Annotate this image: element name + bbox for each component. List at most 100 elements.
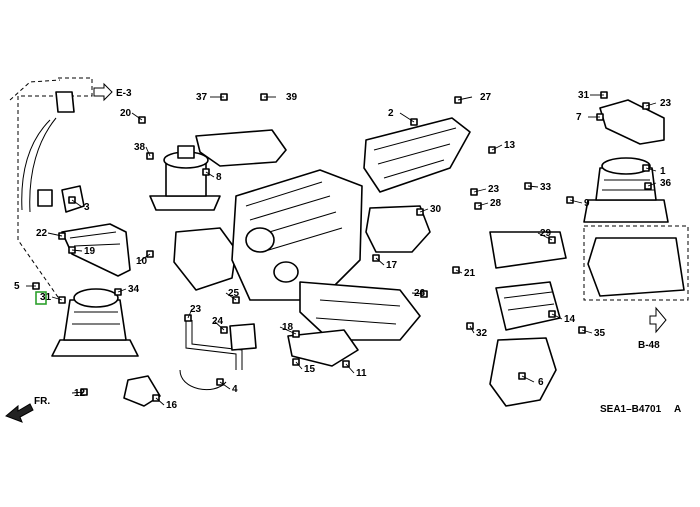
front-arrow: FR. bbox=[5, 396, 50, 423]
callout-label: 12 bbox=[74, 388, 86, 399]
callout-leader bbox=[375, 257, 385, 266]
callout-label: 14 bbox=[564, 314, 576, 325]
callout-leader bbox=[71, 199, 83, 208]
part-7-stay bbox=[599, 99, 665, 145]
callout-label: 10 bbox=[136, 256, 148, 267]
left-dashed-boundary bbox=[17, 77, 93, 301]
callout-label: 23 bbox=[190, 304, 202, 315]
callout-label: 27 bbox=[480, 92, 492, 103]
callout-leader bbox=[51, 296, 63, 301]
callout-label: 35 bbox=[594, 328, 606, 339]
callout-leader bbox=[551, 313, 563, 320]
callout-label: 20 bbox=[120, 108, 132, 119]
callout-leader bbox=[521, 375, 535, 383]
callout-leader bbox=[645, 167, 657, 172]
section-ref-top-left: E-3 bbox=[93, 82, 132, 102]
callout-label: 23 bbox=[488, 184, 500, 195]
callout-label: 13 bbox=[504, 140, 516, 151]
callout-leader bbox=[71, 249, 83, 252]
engine-block bbox=[231, 169, 421, 341]
part-5-bracket bbox=[489, 337, 557, 407]
part-4-bracket bbox=[173, 227, 237, 291]
callout-leader bbox=[457, 96, 473, 101]
part-1-mount bbox=[583, 157, 669, 223]
right-dashed-box bbox=[583, 225, 689, 301]
callout-leader bbox=[455, 269, 463, 274]
part-2-bracket-right bbox=[363, 117, 471, 193]
callout-label: 26 bbox=[414, 288, 426, 299]
callout-leader bbox=[477, 202, 489, 207]
part-3-mount bbox=[51, 288, 139, 357]
callout-leader bbox=[537, 232, 553, 241]
part-18-bracket bbox=[123, 375, 161, 407]
callout-leader bbox=[569, 199, 583, 204]
callout-label: 24 bbox=[212, 316, 224, 327]
callout-leader bbox=[345, 363, 355, 374]
callout-label: 5 bbox=[14, 281, 20, 292]
callout-label: 18 bbox=[282, 322, 294, 333]
part-16-17-hose bbox=[179, 320, 257, 391]
callout-leader bbox=[213, 320, 225, 331]
callout-label: 25 bbox=[228, 288, 240, 299]
part-8-mount bbox=[149, 145, 221, 211]
part-14-mount bbox=[489, 231, 567, 269]
callout-label: 30 bbox=[430, 204, 442, 215]
callout-label: 32 bbox=[476, 328, 488, 339]
part-2-bracket-upper bbox=[195, 129, 287, 167]
reference-code: SEA1–B4701 bbox=[600, 404, 662, 415]
reference-code-suffix: A bbox=[674, 404, 681, 415]
callout-label: 3 bbox=[84, 202, 90, 213]
callout-label: 22 bbox=[36, 228, 48, 239]
part-11-bracket bbox=[287, 329, 359, 367]
callout-label: 6 bbox=[538, 377, 544, 388]
callout-leader bbox=[469, 325, 475, 334]
callout-leader bbox=[295, 361, 303, 370]
callout-leader bbox=[145, 146, 151, 157]
section-ref-bottom-right-label: B-48 bbox=[638, 340, 660, 351]
part-9-bracket bbox=[587, 237, 685, 297]
callout-label: 36 bbox=[660, 178, 672, 189]
callout-label: 31 bbox=[578, 90, 590, 101]
callout-leader bbox=[219, 381, 231, 390]
callout-leader bbox=[647, 182, 657, 187]
callout-label: 9 bbox=[584, 198, 590, 209]
callout-label: 8 bbox=[216, 172, 222, 183]
hose-assembly bbox=[21, 91, 75, 213]
callout-label: 21 bbox=[464, 268, 476, 279]
callout-label: 16 bbox=[166, 400, 178, 411]
callout-leader bbox=[117, 288, 127, 293]
part-13-mount bbox=[495, 281, 561, 331]
callout-leader bbox=[473, 188, 487, 193]
callout-leader bbox=[205, 171, 215, 178]
callout-label: 33 bbox=[540, 182, 552, 193]
callout-leader bbox=[47, 232, 63, 237]
callout-label: 37 bbox=[196, 92, 208, 103]
callout-leader bbox=[645, 102, 657, 107]
callout-label: 19 bbox=[84, 246, 96, 257]
callout-label: 38 bbox=[134, 142, 146, 153]
callout-label: 17 bbox=[386, 260, 398, 271]
callout-leader bbox=[279, 326, 297, 335]
callout-leader bbox=[155, 397, 165, 406]
callout-leader bbox=[225, 292, 237, 301]
callout-label: 15 bbox=[304, 364, 316, 375]
callout-label: 1 bbox=[660, 166, 666, 177]
callout-label: 28 bbox=[490, 198, 502, 209]
part-12-bracket bbox=[365, 205, 431, 253]
callout-label: 11 bbox=[356, 368, 367, 379]
callout-leader bbox=[491, 144, 503, 151]
section-ref-top-left-label: E-3 bbox=[116, 88, 132, 99]
callout-label: 23 bbox=[660, 98, 672, 109]
section-ref-bottom-right: B-48 bbox=[638, 306, 667, 351]
callout-leader bbox=[411, 292, 425, 295]
highlight-part-3 bbox=[35, 291, 47, 305]
callout-label: 29 bbox=[540, 228, 552, 239]
callout-label: 34 bbox=[128, 284, 140, 295]
left-dashed-corner bbox=[9, 79, 61, 101]
callout-leader bbox=[527, 185, 539, 188]
callout-leader bbox=[419, 208, 429, 213]
callout-label: 2 bbox=[388, 108, 394, 119]
